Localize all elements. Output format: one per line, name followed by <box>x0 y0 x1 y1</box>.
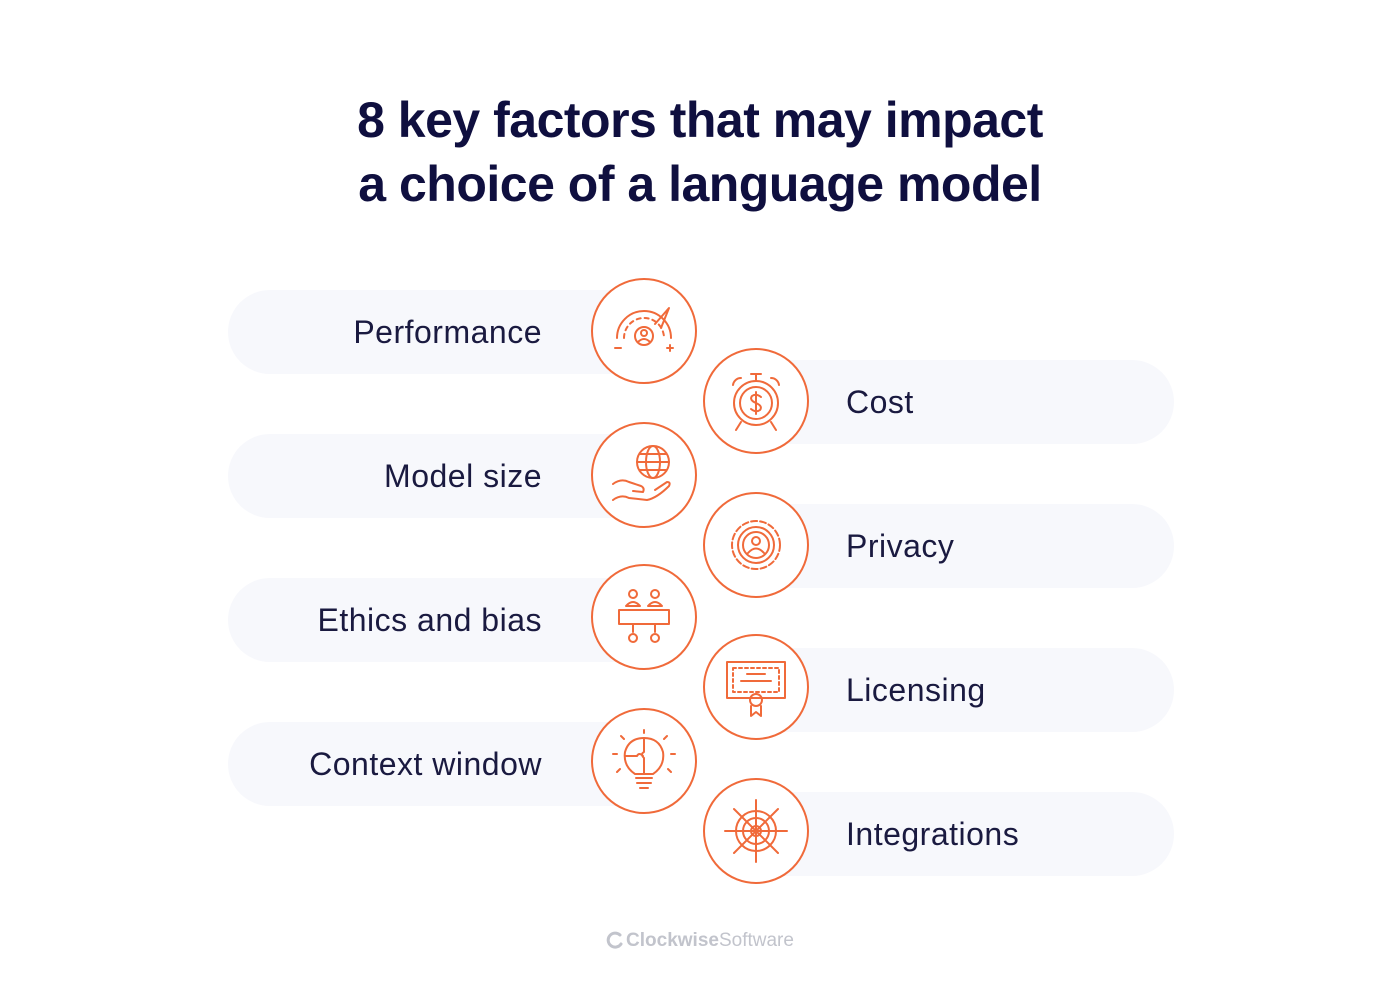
factor-pill-cost: Cost <box>760 360 1174 444</box>
clockwise-logo-icon <box>606 931 623 949</box>
logo-brand: Clockwise <box>626 930 719 951</box>
factor-pill-model-size: Model size <box>228 434 648 518</box>
globe-in-hand-icon <box>612 445 671 501</box>
circle-context-window <box>591 708 697 814</box>
circle-ethics-and-bias <box>591 564 697 670</box>
page-title: 8 key factors that may impact a choice o… <box>0 88 1400 216</box>
title-line-2: a choice of a language model <box>358 156 1042 212</box>
circle-model-size <box>591 422 697 528</box>
factor-pill-integrations: Integrations <box>760 792 1174 876</box>
factor-label: Model size <box>384 458 542 494</box>
factor-label: Context window <box>309 746 542 782</box>
factor-label: Performance <box>353 314 542 350</box>
factor-label: Cost <box>846 384 914 420</box>
brand-logo: ClockwiseSoftware <box>0 929 1400 953</box>
speedometer-icon <box>614 307 674 352</box>
circle-privacy <box>703 492 809 598</box>
ship-wheel-icon <box>724 799 788 863</box>
lightbulb-puzzle-icon <box>612 729 676 789</box>
factor-label: Licensing <box>846 672 986 708</box>
gear-person-icon <box>731 520 781 570</box>
factor-pill-privacy: Privacy <box>760 504 1174 588</box>
factor-pill-context-window: Context window <box>228 722 648 806</box>
circle-licensing <box>703 634 809 740</box>
certificate-icon <box>726 661 786 717</box>
factor-pill-licensing: Licensing <box>760 648 1174 732</box>
circle-cost <box>703 348 809 454</box>
alarm-clock-dollar-icon <box>732 373 780 431</box>
factor-label: Ethics and bias <box>317 602 542 638</box>
factor-label: Integrations <box>846 816 1020 852</box>
circle-integrations <box>703 778 809 884</box>
people-at-table-icon <box>618 589 670 643</box>
factor-pill-performance: Performance <box>228 290 648 374</box>
factor-pill-ethics-and-bias: Ethics and bias <box>228 578 648 662</box>
title-line-1: 8 key factors that may impact <box>357 92 1043 148</box>
factor-label: Privacy <box>846 528 955 564</box>
logo-suffix: Software <box>718 930 794 951</box>
circle-performance <box>591 278 697 384</box>
